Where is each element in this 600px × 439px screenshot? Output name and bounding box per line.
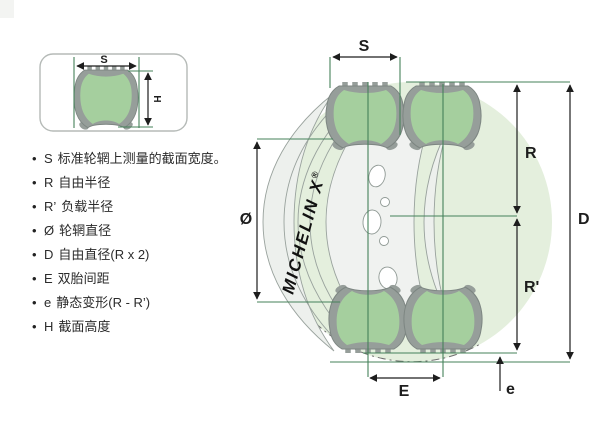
r-prime-label: R' bbox=[524, 279, 539, 296]
legend-item: •R’负载半径 bbox=[32, 195, 237, 219]
dual-wheel-diagram: MICHELIN X® S R R' D Ø E e bbox=[240, 38, 590, 400]
tire-section-top-right bbox=[402, 82, 482, 151]
scan-artifact bbox=[0, 0, 14, 18]
d-label: D bbox=[578, 211, 590, 228]
inset-tire-section bbox=[73, 66, 139, 130]
rim-diameter-label: Ø bbox=[240, 211, 252, 228]
extension-lines bbox=[257, 57, 570, 377]
inset-h-label: H bbox=[151, 95, 162, 102]
bullet-icon: • bbox=[32, 199, 37, 214]
bullet-icon: • bbox=[32, 151, 37, 166]
bullet-icon: • bbox=[32, 223, 37, 238]
bullet-icon: • bbox=[32, 319, 37, 334]
bullet-icon: • bbox=[32, 175, 37, 190]
bullet-icon: • bbox=[32, 295, 37, 310]
e-deflection-label: e bbox=[506, 381, 515, 398]
bullet-icon: • bbox=[32, 271, 37, 286]
tire-section-top-left bbox=[325, 82, 405, 151]
s-label: S bbox=[359, 38, 370, 55]
e-spacing-label: E bbox=[399, 383, 410, 400]
tire-cross-section-inset: S H bbox=[39, 53, 188, 132]
bullet-icon: • bbox=[32, 247, 37, 262]
registered-mark: ® bbox=[309, 169, 321, 180]
r-label: R bbox=[525, 145, 537, 162]
inset-s-label: S bbox=[100, 54, 107, 66]
inset-extension-lines bbox=[73, 57, 153, 128]
dimension-arrows bbox=[253, 53, 574, 391]
dimension-labels: S R R' D Ø E e bbox=[240, 38, 590, 400]
